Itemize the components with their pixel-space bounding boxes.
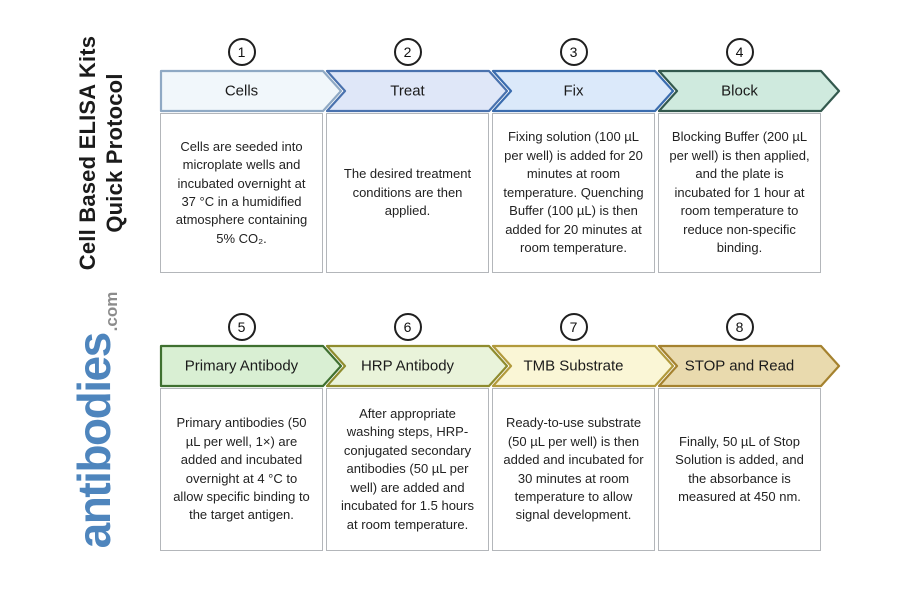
step-description: Blocking Buffer (200 µL per well) is the… [669, 129, 810, 256]
step-label: Primary Antibody [184, 357, 299, 375]
step-arrow: TMB Substrate [491, 344, 675, 388]
step-label: STOP and Read [684, 357, 795, 375]
step-column-7: 7 TMB Substrate Ready-to-use substrate (… [491, 313, 675, 551]
step-label: Block [721, 82, 758, 100]
step-label: HRP Antibody [360, 357, 455, 375]
step-number-badge: 5 [227, 313, 256, 341]
step-description: The desired treatment conditions are the… [343, 166, 472, 219]
step-description-box: Primary antibodies (50 µL per well, 1×) … [160, 388, 323, 551]
step-label: Fix [563, 82, 584, 100]
step-number-badge: 6 [393, 313, 422, 341]
step-arrow: Cells [159, 69, 343, 113]
step-number: 6 [403, 319, 412, 335]
arrow-shape-icon [159, 344, 343, 388]
step-description-box: Finally, 50 µL of Stop Solution is added… [658, 388, 821, 551]
page-title: Cell Based ELISA Kits Quick Protocol [74, 23, 128, 283]
step-description: Primary antibodies (50 µL per well, 1×) … [173, 415, 310, 523]
step-description: Finally, 50 µL of Stop Solution is added… [675, 433, 804, 504]
step-description-box: After appropriate washing steps, HRP-con… [326, 388, 489, 551]
arrow-shape-icon [325, 344, 509, 388]
arrow-shape-icon [657, 69, 841, 113]
step-column-5: 5 Primary Antibody Primary antibodies (5… [159, 313, 343, 551]
step-description-box: Ready-to-use substrate (50 µL per well) … [492, 388, 655, 551]
arrow-shape-icon [491, 344, 675, 388]
step-number: 7 [569, 319, 578, 335]
step-description-box: Fixing solution (100 µL per well) is add… [492, 113, 655, 273]
step-number: 5 [237, 319, 246, 335]
step-number: 8 [735, 319, 744, 335]
step-number-badge: 4 [725, 38, 754, 66]
brand-logo: antibodies .com [67, 270, 127, 570]
step-column-4: 4 Block Blocking Buffer (200 µL per well… [657, 38, 841, 273]
step-arrow: Fix [491, 69, 675, 113]
brand-logo-suffix: .com [102, 291, 121, 332]
step-description-box: Blocking Buffer (200 µL per well) is the… [658, 113, 821, 273]
step-column-6: 6 HRP Antibody After appropriate washing… [325, 313, 509, 551]
step-label: TMB Substrate [523, 357, 624, 375]
page-title-line2: Quick Protocol [102, 73, 127, 233]
step-column-3: 3 Fix Fixing solution (100 µL per well) … [491, 38, 675, 273]
step-number: 3 [569, 44, 578, 60]
arrow-shape-icon [657, 344, 841, 388]
protocol-row-2: 5 Primary Antibody Primary antibodies (5… [159, 313, 841, 551]
step-description: Cells are seeded into microplate wells a… [175, 138, 308, 246]
step-description: After appropriate washing steps, HRP-con… [341, 405, 474, 532]
step-number: 1 [237, 44, 246, 60]
brand-logo-text: antibodies [68, 333, 120, 549]
step-arrow: Primary Antibody [159, 344, 343, 388]
step-label: Treat [390, 82, 425, 100]
step-number-badge: 3 [559, 38, 588, 66]
step-number-badge: 1 [227, 38, 256, 66]
arrow-shape-icon [491, 69, 675, 113]
page-title-line1: Cell Based ELISA Kits [75, 35, 100, 271]
step-number-badge: 8 [725, 313, 754, 341]
step-arrow: Block [657, 69, 841, 113]
step-arrow: HRP Antibody [325, 344, 509, 388]
step-column-1: 1 Cells Cells are seeded into microplate… [159, 38, 343, 273]
step-label: Cells [224, 82, 259, 100]
protocol-row-1: 1 Cells Cells are seeded into microplate… [159, 38, 841, 273]
step-number-badge: 2 [393, 38, 422, 66]
arrow-shape-icon [159, 69, 343, 113]
step-column-2: 2 Treat The desired treatment conditions… [325, 38, 509, 273]
step-arrow: STOP and Read [657, 344, 841, 388]
step-arrow: Treat [325, 69, 509, 113]
step-description-box: The desired treatment conditions are the… [326, 113, 489, 273]
step-column-8: 8 STOP and Read Finally, 50 µL of Stop S… [657, 313, 841, 551]
step-description: Fixing solution (100 µL per well) is add… [503, 129, 644, 256]
step-description-box: Cells are seeded into microplate wells a… [160, 113, 323, 273]
arrow-shape-icon [325, 69, 509, 113]
step-number-badge: 7 [559, 313, 588, 341]
step-number: 4 [735, 44, 744, 60]
step-description: Ready-to-use substrate (50 µL per well) … [503, 415, 644, 523]
step-number: 2 [403, 44, 412, 60]
